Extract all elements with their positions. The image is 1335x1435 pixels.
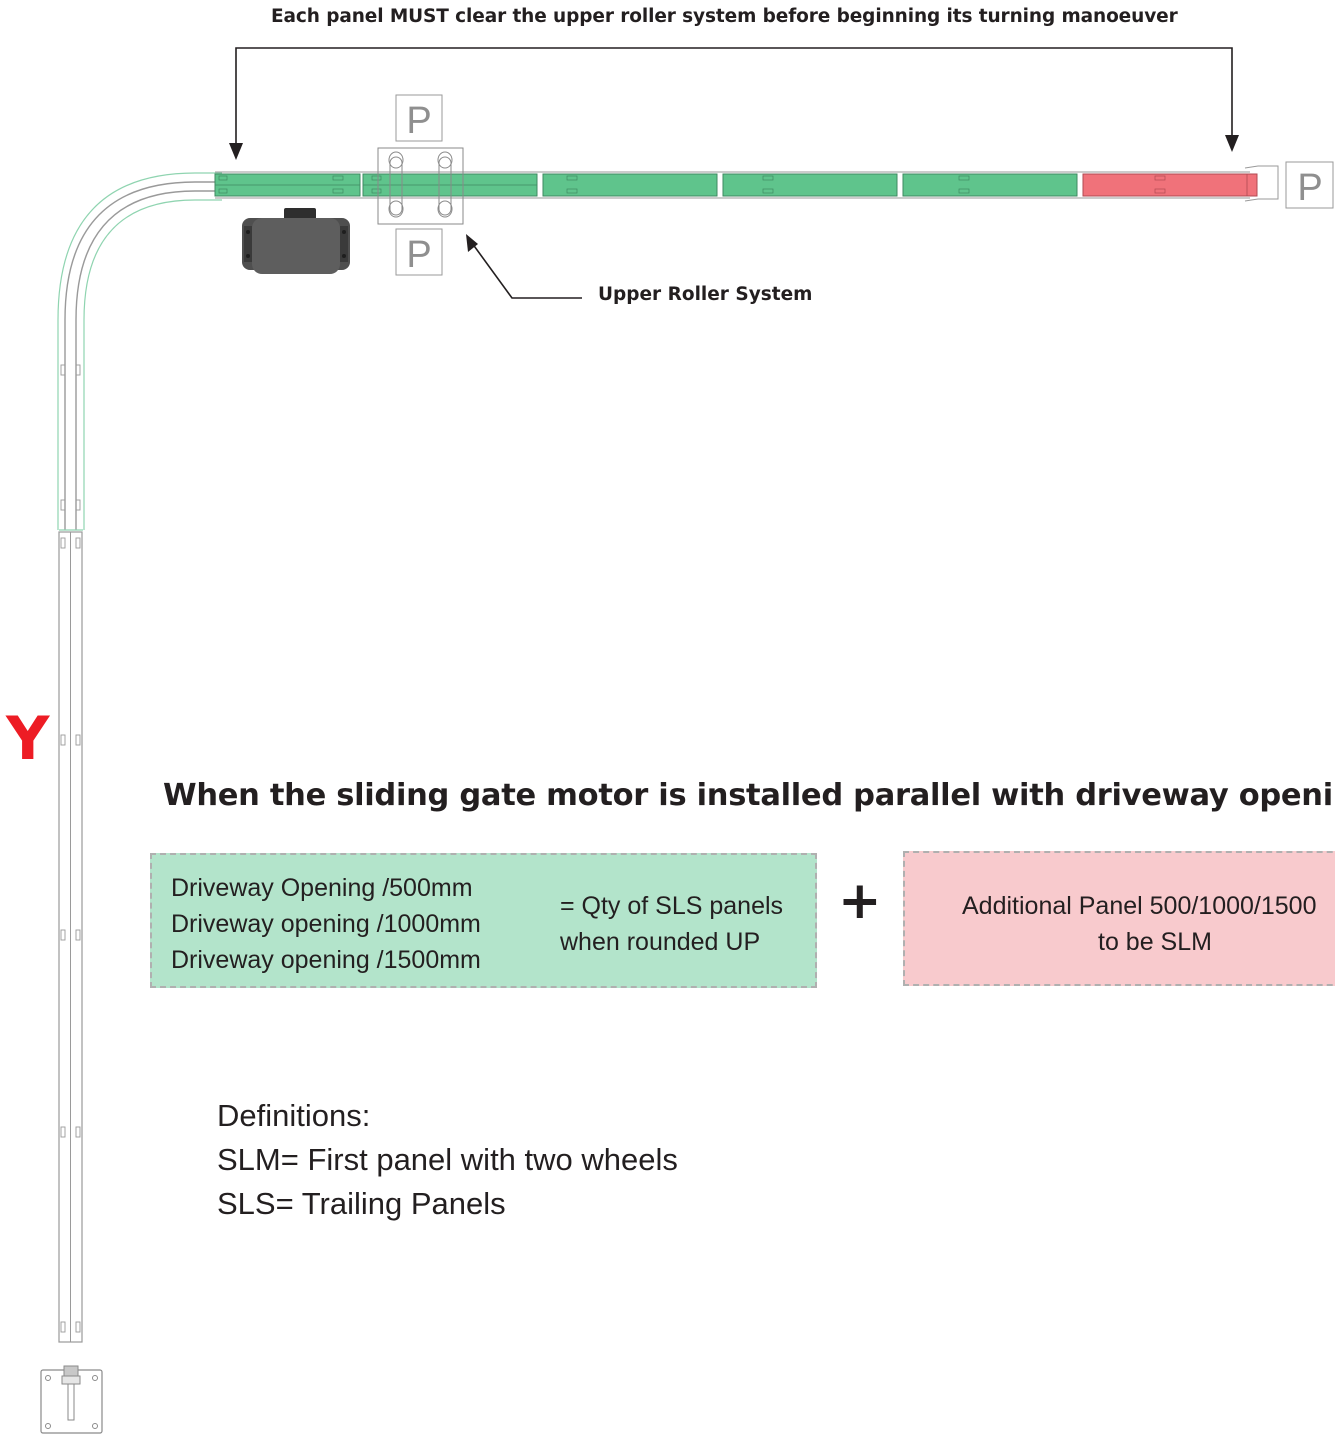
- rounded-up-line: when rounded UP: [560, 928, 761, 956]
- plus-sign: +: [838, 871, 882, 931]
- panel-6-slm: [1082, 173, 1258, 197]
- end-stop-bracket: [40, 1365, 103, 1434]
- panel-3: [542, 173, 718, 197]
- p-marker-bottom-label: P: [406, 234, 431, 276]
- opening-1000-line: Driveway opening /1000mm: [171, 910, 481, 938]
- to-be-slm-line: to be SLM: [1098, 928, 1212, 956]
- panel-1: [214, 173, 361, 197]
- upper-roller-system: [377, 147, 464, 225]
- qty-sls-line: = Qty of SLS panels: [560, 892, 784, 920]
- panel-2: [362, 173, 538, 197]
- track-end-cap: [1244, 165, 1279, 202]
- definition-sls: SLS= Trailing Panels: [217, 1186, 506, 1221]
- upper-roller-label: Upper Roller System: [598, 284, 813, 305]
- p-marker-right: P: [1285, 161, 1334, 209]
- sls-formula-box: Driveway Opening /500mm Driveway opening…: [150, 853, 817, 988]
- clearance-arrow: [229, 47, 1239, 160]
- p-marker-top-label: P: [406, 100, 431, 142]
- opening-500-line: Driveway Opening /500mm: [171, 874, 473, 902]
- slm-additional-box: Additional Panel 500/1000/1500 to be SLM: [903, 851, 1335, 986]
- definitions-block: Definitions: SLM= First panel with two w…: [217, 1094, 678, 1226]
- p-marker-top: P: [395, 94, 443, 142]
- gate-panels: [214, 173, 1258, 197]
- p-marker-right-label: P: [1297, 167, 1322, 209]
- definition-slm: SLM= First panel with two wheels: [217, 1142, 678, 1177]
- panel-5: [902, 173, 1078, 197]
- y-dimension-label: Y: [6, 704, 50, 774]
- gate-motor: [242, 208, 350, 274]
- clearance-caption: Each panel MUST clear the upper roller s…: [271, 6, 1178, 27]
- panel-4: [722, 173, 898, 197]
- roller-label-leader: [466, 234, 582, 299]
- p-marker-bottom: P: [395, 228, 443, 276]
- additional-panel-line: Additional Panel 500/1000/1500: [962, 892, 1317, 920]
- top-rail: [215, 171, 1250, 199]
- vertical-track: [58, 364, 83, 1343]
- curved-track: [57, 172, 222, 531]
- definitions-title: Definitions:: [217, 1098, 371, 1133]
- section-heading: When the sliding gate motor is installed…: [163, 778, 1335, 813]
- opening-1500-line: Driveway opening /1500mm: [171, 946, 481, 974]
